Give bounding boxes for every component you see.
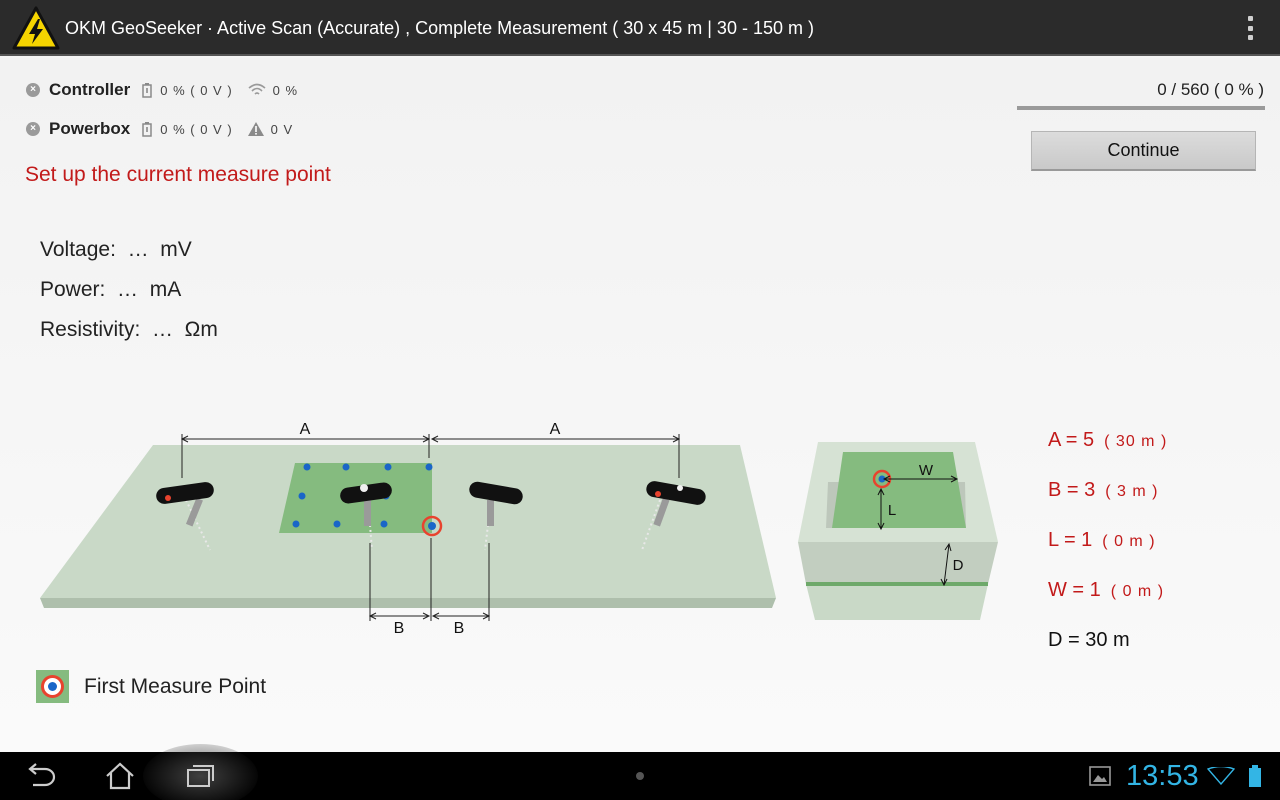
voltage-value: 0 V <box>270 121 294 137</box>
continue-button[interactable]: Continue <box>1031 131 1256 171</box>
grid-point <box>292 520 300 528</box>
depth-label: D <box>953 557 964 574</box>
progress-bar <box>1017 106 1265 110</box>
controller-status: × Controller 0 % ( 0 V ) 0 % <box>26 80 312 100</box>
electrode-1 <box>156 482 214 551</box>
signal-value: 0 % <box>272 82 299 98</box>
main-content: × Controller 0 % ( 0 V ) 0 % × Powerbox … <box>0 58 1280 752</box>
dimension-a-lines <box>180 434 681 621</box>
electrode-4 <box>641 481 706 551</box>
instruction-text: Set up the current measure point <box>25 163 331 186</box>
nav-highlight <box>143 744 258 800</box>
first-measure-point <box>428 522 436 530</box>
gallery-notification-icon[interactable] <box>1089 766 1111 786</box>
param-a: A = 5 ( 30 m ) <box>1048 429 1167 452</box>
grid-point <box>425 463 433 471</box>
electrode-2 <box>340 482 392 551</box>
device-name: Powerbox <box>49 119 131 138</box>
app-title: OKM GeoSeeker · Active Scan (Accurate) ,… <box>65 18 814 38</box>
dimension-a-label: A <box>550 421 561 438</box>
disconnected-icon: × <box>26 83 40 97</box>
battery-status-icon <box>1249 765 1261 787</box>
width-label: W <box>919 462 934 479</box>
recent-apps-icon <box>187 765 214 787</box>
warning-icon <box>247 122 264 136</box>
wifi-icon <box>248 83 266 95</box>
progress-text: 0 / 560 ( 0 % ) <box>1157 80 1264 99</box>
home-button[interactable] <box>85 752 155 800</box>
param-label: B = 3 <box>1048 479 1096 501</box>
device-name: Controller <box>49 80 131 99</box>
first-measure-point-icon <box>36 670 69 703</box>
resistivity-reading: Resistivity: … Ωm <box>40 318 218 341</box>
dimension-a-label: A <box>300 421 311 438</box>
param-label: L = 1 <box>1048 529 1093 551</box>
param-b: B = 3 ( 3 m ) <box>1048 479 1158 502</box>
battery-icon <box>142 122 152 137</box>
back-button[interactable] <box>5 752 75 800</box>
param-label: A = 5 <box>1048 429 1095 451</box>
param-value: ( 30 m ) <box>1104 433 1168 450</box>
legend: First Measure Point <box>36 670 266 703</box>
overflow-menu-icon[interactable] <box>1238 14 1262 42</box>
disconnected-icon: × <box>26 122 40 136</box>
dimension-b-label: B <box>454 620 465 637</box>
clock: 13:53 <box>1126 760 1199 792</box>
recent-apps-button[interactable] <box>165 752 235 800</box>
wifi-status-icon <box>1207 767 1235 785</box>
battery-value: 0 % ( 0 V ) <box>160 82 233 98</box>
powerbox-status: × Powerbox 0 % ( 0 V ) 0 V <box>26 119 307 139</box>
voltage-reading: Voltage: … mV <box>40 238 192 261</box>
length-label: L <box>888 502 896 519</box>
menu-dot-icon[interactable] <box>636 772 644 780</box>
back-icon <box>28 763 56 787</box>
action-bar: OKM GeoSeeker · Active Scan (Accurate) ,… <box>0 0 1280 56</box>
param-value: ( 3 m ) <box>1105 483 1159 500</box>
param-label: W = 1 <box>1048 579 1101 601</box>
depth-diagram <box>798 442 998 620</box>
grid-point <box>342 463 350 471</box>
legend-label: First Measure Point <box>84 674 267 698</box>
dimension-b-label: B <box>394 620 405 637</box>
electrode-layout-diagram: A A B B W L <box>40 421 998 637</box>
grid-point <box>333 520 341 528</box>
depth-value: D = 30 m <box>1048 629 1130 651</box>
power-reading: Power: … mA <box>40 278 182 301</box>
battery-value: 0 % ( 0 V ) <box>160 121 233 137</box>
grid-point <box>384 463 392 471</box>
param-l: L = 1 ( 0 m ) <box>1048 529 1156 552</box>
high-voltage-warning-icon[interactable] <box>12 6 60 50</box>
param-value: ( 0 m ) <box>1102 533 1156 550</box>
system-nav-bar: 13:53 <box>0 744 1280 800</box>
grid-point <box>303 463 311 471</box>
grid-point <box>298 492 306 500</box>
home-icon <box>106 762 134 790</box>
first-measure-point-marker <box>421 515 443 537</box>
electrode-3 <box>469 481 523 551</box>
param-value: ( 0 m ) <box>1110 583 1165 600</box>
ground-edge <box>40 598 776 608</box>
param-w: W = 1 ( 0 m ) <box>1048 579 1164 602</box>
grid-point <box>380 520 388 528</box>
battery-icon <box>142 83 152 98</box>
